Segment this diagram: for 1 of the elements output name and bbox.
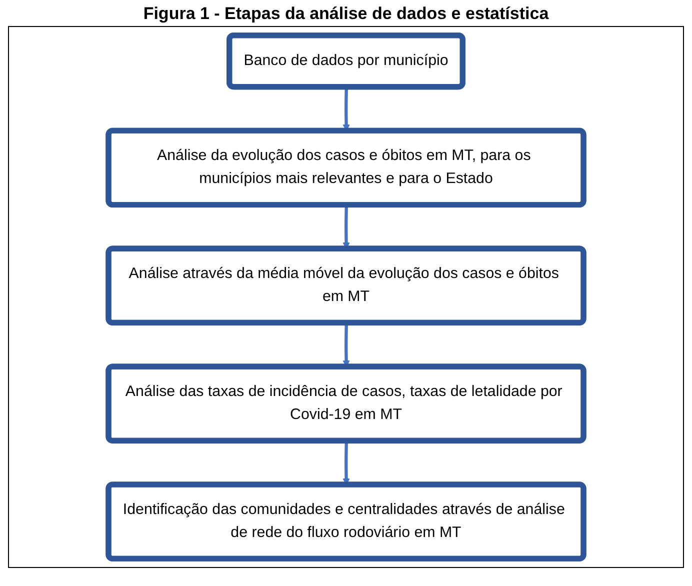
figure-title: Figura 1 - Etapas da análise de dados e estatística [142, 4, 550, 24]
